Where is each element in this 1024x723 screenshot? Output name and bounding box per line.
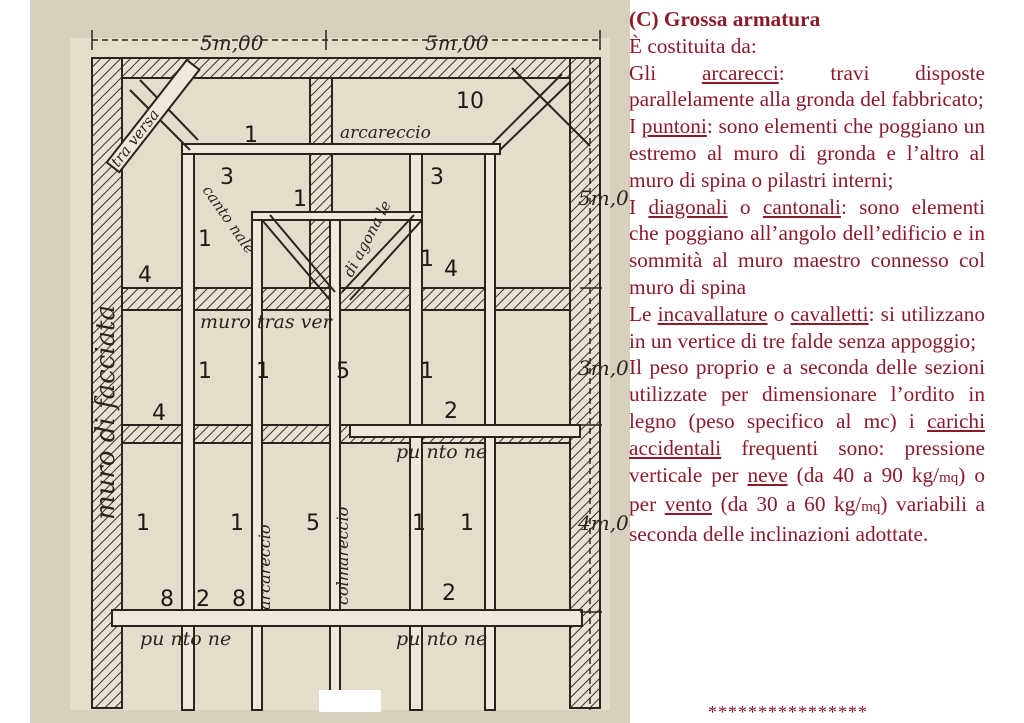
paragraph-text: : sono elementi che poggiano un estremo …: [629, 114, 985, 192]
field-number: 1: [420, 359, 434, 384]
key-term: carichi: [927, 408, 985, 433]
label-muro-di-facciata: muro di facciata: [91, 305, 121, 520]
label-puntone-bottom-left: pu nto ne: [140, 628, 231, 650]
field-number: 3: [430, 165, 444, 190]
dim-right-2: 3m,00: [578, 356, 630, 380]
field-number: 3: [220, 165, 234, 190]
text-panel: (C) Grossa armatura È costituita da: Gli…: [629, 6, 985, 548]
paragraph-text: (da 30 a 60 kg/: [712, 492, 862, 517]
dimension-ticks: [91, 30, 602, 613]
paragraph-text: ) variabili a seconda delle inclinazioni…: [629, 492, 985, 547]
paragraph-arcarecci: Gli arcarecci: travi disposte parallelam…: [629, 60, 985, 114]
paragraph-text: o: [727, 194, 763, 219]
dim-top-left: 5m,00: [200, 31, 264, 55]
key-term: incavallature: [657, 301, 768, 326]
intro-line: È costituita da:: [629, 33, 757, 58]
label-colmareccio: colmareccio: [333, 507, 352, 605]
field-number: 1: [230, 511, 244, 536]
field-number: 1: [198, 359, 212, 384]
key-term: puntoni: [641, 114, 707, 139]
paragraph-text: I: [629, 194, 649, 219]
page-title: (C) Grossa armatura: [629, 7, 821, 31]
paragraph-text: : si utilizzano in un vertice di tre fal…: [629, 301, 985, 353]
field-number: 2: [196, 587, 210, 612]
paragraph-incavallature: Le incavallature o cavalletti: si utiliz…: [629, 301, 985, 355]
key-term: cantonali: [762, 194, 841, 219]
field-number: 4: [138, 263, 152, 288]
paragraph-list: Gli arcarecci: travi disposte parallelam…: [629, 60, 985, 548]
key-term: neve: [747, 462, 788, 487]
paragraph-text: Il peso proprio e a seconda delle sezion…: [629, 355, 985, 433]
key-term: cavalletti: [790, 301, 869, 326]
unit-text: mq: [861, 499, 881, 516]
key-term: diagonali: [648, 194, 728, 219]
field-number: 8: [232, 587, 246, 612]
field-number: 2: [444, 399, 458, 424]
key-term: arcarecci: [701, 60, 779, 85]
paragraph-text: : sono elementi che poggiano all’angolo …: [629, 194, 985, 299]
field-number: 4: [444, 257, 458, 282]
field-number: 1: [256, 359, 270, 384]
field-number: 2: [442, 581, 456, 606]
paragraph-text: Le: [629, 301, 658, 326]
dim-top-right: 5m,00: [425, 31, 489, 55]
roof-framing-drawing: 5m,00 5m,00 5m,00 3m,00 4m,00 muro di fa…: [30, 0, 630, 723]
field-number: 1: [198, 227, 212, 252]
field-number: 1: [420, 247, 434, 272]
label-puntone-mid: pu nto ne: [396, 441, 487, 463]
field-number: 1: [293, 187, 307, 212]
paragraph-peso: Il peso proprio e a seconda delle sezion…: [629, 354, 985, 548]
dim-right-1: 5m,00: [578, 186, 630, 210]
field-number: 8: [160, 587, 174, 612]
key-term: vento: [664, 492, 713, 517]
field-number: 1: [136, 511, 150, 536]
paragraph-text: : travi disposte parallelamente alla gro…: [629, 60, 985, 112]
field-number: 4: [152, 401, 166, 426]
white-tab: [319, 690, 381, 712]
corner-strut: [105, 58, 201, 174]
paragraph-text: frequenti sono: pressione verticale per: [629, 435, 985, 487]
label-arcareccio-top: arcareccio: [340, 123, 431, 143]
label-arcareccio-vertical: arcareccio: [255, 525, 274, 610]
paragraph-text: Gli: [629, 60, 702, 85]
field-number: 1: [460, 511, 474, 536]
key-term: accidentali: [629, 435, 722, 460]
paragraph-text: o: [767, 301, 791, 326]
field-number: 5: [336, 359, 350, 384]
paragraph-text: I: [629, 114, 642, 139]
unit-text: mq: [939, 469, 959, 486]
label-puntone-bottom-right: pu nto ne: [396, 628, 487, 650]
field-numbers: 1 3 1 10 3 1 1 4 4 1 1 5 1 4 2 1 1 5 1 1: [136, 89, 484, 612]
paragraph-puntoni: I puntoni: sono elementi che poggiano un…: [629, 113, 985, 193]
paragraph-diagonali: I diagonali o cantonali: sono elementi c…: [629, 194, 985, 301]
field-number: 1: [412, 511, 426, 536]
field-number: 1: [244, 123, 258, 148]
purlins: [111, 143, 583, 627]
paragraph-text: ) o per: [629, 462, 985, 517]
field-number: 5: [306, 511, 320, 536]
label-muro-trasversale: muro tras ver: [200, 311, 334, 333]
paragraph-text: (da 40 a 90 kg/: [787, 462, 940, 487]
dimension-lines: [92, 39, 600, 710]
field-number: 10: [456, 89, 484, 114]
stars-divider: ****************: [708, 702, 868, 722]
dim-right-3: 4m,00: [577, 511, 630, 535]
